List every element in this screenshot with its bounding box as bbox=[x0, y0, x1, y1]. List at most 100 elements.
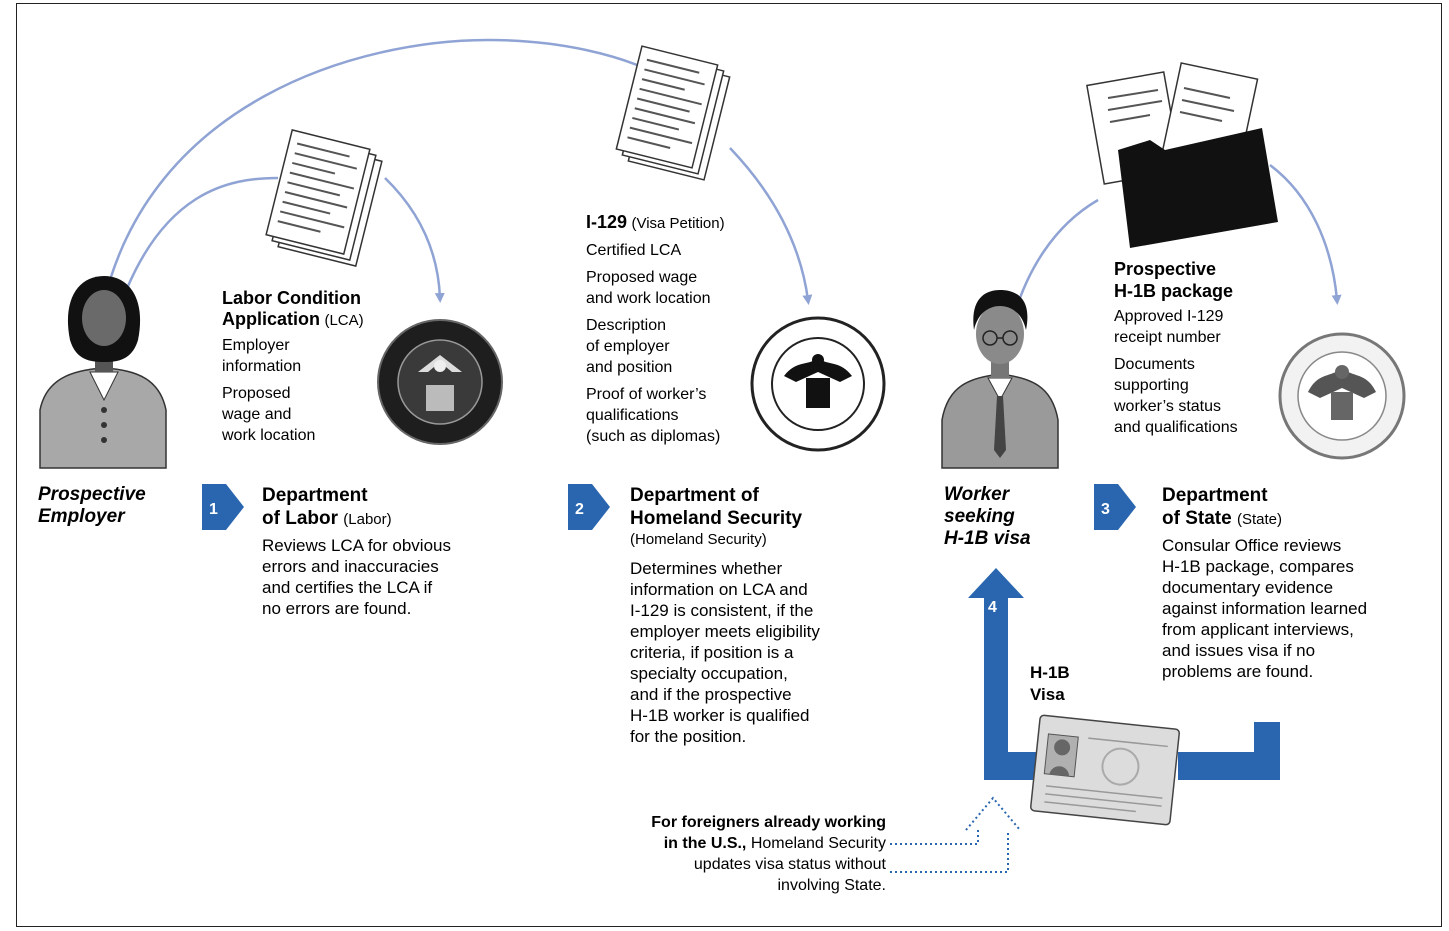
employer-figure-icon bbox=[39, 276, 167, 469]
step-3-description-line: Consular Office reviews bbox=[1162, 536, 1342, 555]
i129-document-text: I-129 (Visa Petition) Certified LCA Prop… bbox=[586, 212, 725, 453]
step-2-abbr: (Homeland Security) bbox=[630, 531, 767, 548]
note-line2-rest: Homeland Security bbox=[746, 835, 886, 852]
step-2-description-line: information on LCA and bbox=[630, 580, 808, 599]
worker-label-line1: Worker bbox=[944, 484, 1010, 505]
package-title-line1: Prospective bbox=[1114, 259, 1217, 279]
arc-package-to-state bbox=[1269, 164, 1342, 305]
i129-item-line: and position bbox=[586, 359, 673, 376]
department-of-labor-seal bbox=[377, 319, 503, 445]
step-2-description-line: and if the prospective bbox=[630, 685, 792, 704]
i129-document-icon bbox=[615, 45, 731, 181]
worker-label-line3: H-1B visa bbox=[944, 528, 1031, 549]
step-3-badge: 3 bbox=[1094, 484, 1136, 530]
i129-item-line: and work location bbox=[586, 290, 711, 307]
i129-item-line: (such as diplomas) bbox=[586, 428, 721, 445]
step-1-description-line: errors and inaccuracies bbox=[262, 557, 439, 576]
package-title-line2: H-1B package bbox=[1114, 281, 1234, 301]
step-1-name-line1: Department bbox=[262, 485, 368, 506]
lca-item-line: wage and bbox=[222, 406, 292, 423]
step-3-name-line2: of State bbox=[1162, 508, 1232, 529]
lca-title-abbr: (LCA) bbox=[324, 312, 364, 329]
lca-item-line: Proposed bbox=[222, 385, 291, 402]
step-3-number: 3 bbox=[1101, 501, 1110, 518]
step-1-number: 1 bbox=[209, 501, 218, 518]
step-2-description-line: employer meets eligibility bbox=[630, 622, 820, 641]
visa-label: H-1B Visa bbox=[1030, 662, 1070, 706]
note-line2-bold: in the U.S., bbox=[663, 835, 747, 852]
visa-label-line1: H-1B bbox=[1030, 663, 1070, 682]
step-2-name-line2: Homeland Security bbox=[630, 508, 803, 529]
arc-lca-to-labor bbox=[384, 177, 445, 303]
package-item-line: supporting bbox=[1114, 377, 1189, 394]
step-2-badge: 2 bbox=[568, 484, 610, 530]
step-1-description-line: and certifies the LCA if bbox=[262, 578, 433, 597]
step-1-description-line: no errors are found. bbox=[262, 599, 412, 618]
step-3-department: Department of State (State) Consular Off… bbox=[1162, 484, 1432, 682]
step-3-description-line: and issues visa if no bbox=[1162, 641, 1316, 660]
diagram-frame bbox=[16, 3, 1442, 927]
package-item-line: receipt number bbox=[1114, 329, 1221, 346]
arc-i129-to-dhs bbox=[729, 147, 813, 305]
lca-title-line2: Application bbox=[222, 309, 320, 329]
note-line4: involving State. bbox=[777, 877, 886, 894]
i129-item-line: Certified LCA bbox=[586, 242, 682, 259]
arc-employer-to-dhs bbox=[101, 38, 661, 307]
worker-label: Worker seeking H-1B visa bbox=[944, 484, 1031, 550]
step-2-description-line: criteria, if position is a bbox=[630, 643, 794, 662]
employer-label-line2: Employer bbox=[38, 506, 125, 527]
package-item-line: worker’s status bbox=[1114, 398, 1221, 415]
employer-label: Prospective Employer bbox=[38, 484, 146, 528]
step-3-abbr: (State) bbox=[1236, 511, 1282, 528]
already-in-us-note: For foreigners already working in the U.… bbox=[560, 812, 886, 896]
step-1-abbr: (Labor) bbox=[343, 511, 392, 528]
arc-employer-to-labor bbox=[116, 176, 279, 313]
package-item-line: and qualifications bbox=[1114, 419, 1238, 436]
i129-item-line: Proof of worker’s bbox=[586, 386, 707, 403]
i129-item-line: of employer bbox=[586, 338, 670, 355]
lca-document-text: Labor Condition Application (LCA) Employ… bbox=[222, 287, 364, 452]
h1b-package-folder-icon bbox=[1086, 62, 1278, 248]
step-2-name-line1: Department of bbox=[630, 485, 759, 506]
step-2-description-line: specialty occupation, bbox=[630, 664, 788, 683]
i129-title: I-129 bbox=[586, 212, 628, 232]
i129-item-line: Description bbox=[586, 317, 667, 334]
department-of-state-seal bbox=[1278, 332, 1406, 460]
employer-label-line1: Prospective bbox=[38, 484, 146, 505]
step-1-name-line2: of Labor bbox=[262, 508, 338, 529]
step-2-description-line: H-1B worker is qualified bbox=[630, 706, 810, 725]
i129-title-note: (Visa Petition) bbox=[631, 215, 725, 232]
lca-title-line1: Labor Condition bbox=[222, 288, 361, 308]
worker-label-line2: seeking bbox=[944, 506, 1015, 527]
lca-item-line: work location bbox=[222, 427, 316, 444]
visa-label-line2: Visa bbox=[1030, 685, 1065, 704]
step-2-description: Determines whether information on LCA an… bbox=[630, 558, 900, 747]
step-2-description-line: for the position. bbox=[630, 727, 747, 746]
step-1-department: Department of Labor (Labor) Reviews LCA … bbox=[262, 484, 522, 619]
i129-item-line: qualifications bbox=[586, 407, 679, 424]
package-document-text: Prospective H-1B package Approved I-129 r… bbox=[1114, 258, 1238, 444]
step-2-description-line: Determines whether bbox=[630, 559, 783, 578]
dotted-status-update-arrow bbox=[890, 796, 1021, 873]
step-2-department: Department of Homeland Security (Homelan… bbox=[630, 484, 900, 747]
worker-figure-icon bbox=[941, 290, 1059, 469]
note-line3: updates visa status without bbox=[693, 856, 886, 873]
step-4-number: 4 bbox=[988, 599, 997, 616]
note-line1: For foreigners already working bbox=[651, 814, 886, 831]
package-item-line: Documents bbox=[1114, 356, 1195, 373]
step-4-visa-return-arrow: 4 bbox=[968, 568, 1280, 780]
i129-item-line: Proposed wage bbox=[586, 269, 698, 286]
step-3-description-line: documentary evidence bbox=[1162, 578, 1334, 597]
step-3-description-line: problems are found. bbox=[1162, 662, 1314, 681]
step-3-description-line: from applicant interviews, bbox=[1162, 620, 1354, 639]
step-2-description-line: I-129 is consistent, if the bbox=[630, 601, 814, 620]
lca-item-line: information bbox=[222, 358, 302, 375]
h1b-visa-card-icon bbox=[1030, 714, 1180, 826]
step-3-description-line: H-1B package, compares bbox=[1162, 557, 1354, 576]
package-item-line: Approved I-129 bbox=[1114, 308, 1224, 325]
lca-document-icon bbox=[265, 129, 383, 267]
step-2-number: 2 bbox=[575, 501, 584, 518]
step-3-description: Consular Office reviews H-1B package, co… bbox=[1162, 535, 1432, 682]
step-1-badge: 1 bbox=[202, 484, 244, 530]
